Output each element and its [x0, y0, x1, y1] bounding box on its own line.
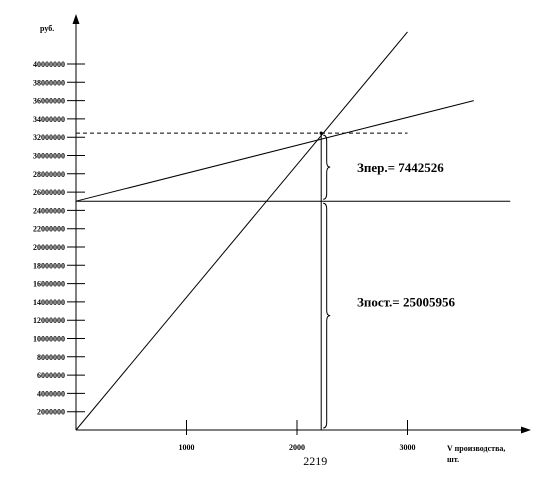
y-tick-label: 2000000	[37, 408, 65, 417]
fixed-costs-brace	[323, 202, 331, 429]
x-tick-label: 3000	[400, 443, 416, 452]
y-tick-label: 10000000	[33, 335, 65, 344]
y-tick-label: 30000000	[33, 152, 65, 161]
y-ticks: 2000000 4000000 6000000 8000000 10000000 1200…	[33, 60, 85, 417]
y-tick-label: 38000000	[33, 78, 65, 87]
y-tick-label: 24000000	[33, 206, 65, 215]
y-tick-label: 16000000	[33, 280, 65, 289]
y-tick-label: 22000000	[33, 225, 65, 234]
y-tick-label: 28000000	[33, 170, 65, 179]
x-tick-label: 1000	[179, 443, 195, 452]
variable-costs-label: Зпер.= 7442526	[357, 160, 444, 175]
x-ticks: 1000 2000 3000	[179, 420, 416, 452]
fixed-costs-label: Зпост.= 25005956	[357, 295, 455, 310]
y-tick-label: 26000000	[33, 188, 65, 197]
y-tick-label: 20000000	[33, 243, 65, 252]
x-axis-label-line1: V производства,	[447, 444, 505, 453]
series-line-1	[75, 31, 408, 431]
x-axis-arrow	[521, 426, 531, 434]
y-axis-label: руб.	[40, 24, 54, 33]
y-tick-label: 12000000	[33, 316, 65, 325]
y-tick-label: 6000000	[37, 371, 65, 380]
x-tick-label: 2000	[289, 443, 305, 452]
break-even-x-label: 2219	[303, 454, 327, 468]
y-tick-label: 4000000	[37, 389, 65, 398]
y-tick-label: 40000000	[33, 60, 65, 69]
variable-costs-brace	[323, 134, 331, 200]
y-tick-label: 32000000	[33, 133, 65, 142]
series-lines	[75, 31, 511, 431]
y-axis-arrow	[72, 14, 80, 24]
y-tick-label: 36000000	[33, 97, 65, 106]
y-tick-label: 18000000	[33, 261, 65, 270]
x-axis-label-line2: шт.	[447, 455, 459, 464]
series-line-2	[75, 100, 474, 202]
y-tick-label: 8000000	[37, 353, 65, 362]
break-even-point	[319, 131, 323, 135]
y-tick-label: 14000000	[33, 298, 65, 307]
y-tick-label: 34000000	[33, 115, 65, 124]
